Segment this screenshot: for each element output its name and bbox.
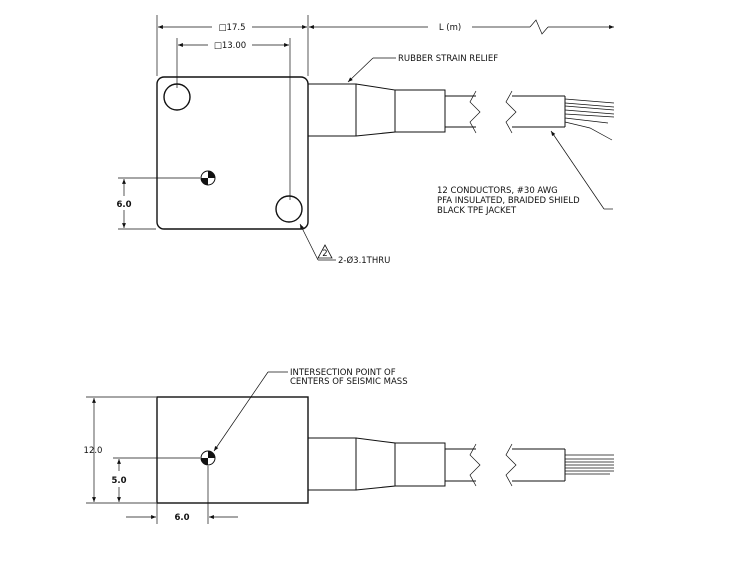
- dim-mass-offset-text: 6.0: [174, 513, 189, 523]
- hole-note-text: 2-Ø3.1THRU: [338, 255, 390, 266]
- hole-note: 2 2-Ø3.1THRU: [299, 223, 390, 266]
- cable-note: 12 CONDUCTORS, #30 AWG PFA INSULATED, BR…: [437, 130, 613, 216]
- strain-relief-top: [307, 83, 615, 141]
- top-view: □17.5 □13.00 L (m): [116, 15, 615, 266]
- dim-cable-length: L (m): [309, 19, 614, 35]
- cable-note-line1: 12 CONDUCTORS, #30 AWG: [437, 186, 558, 196]
- dim-inner-text: □13.00: [214, 41, 246, 51]
- center-of-mass-symbol: [200, 450, 216, 466]
- cable-note-line2: PFA INSULATED, BRAIDED SHIELD: [437, 196, 580, 206]
- dim-side-height: 12.0: [84, 398, 103, 502]
- strain-relief-side: [307, 437, 614, 491]
- dim-mass-offset: 6.0: [126, 513, 238, 523]
- dim-side-height-text: 12.0: [84, 446, 103, 456]
- mass-note-line1: INTERSECTION POINT OF: [290, 368, 396, 378]
- dim-inner-width: □13.00: [178, 41, 289, 51]
- hole-note-number: 2: [322, 249, 327, 259]
- sensor-body-side: [156, 396, 309, 504]
- cable-note-line3: BLACK TPE JACKET: [437, 206, 517, 216]
- dim-mass-height: 6.0: [116, 179, 132, 228]
- dim-mass-height-text: 5.0: [111, 476, 126, 486]
- dim-mass-height-side: 5.0: [111, 459, 127, 502]
- side-view: 12.0 5.0 6.0 INTERSECTION POINT OF CENTE…: [84, 368, 614, 524]
- mass-note-line2: CENTERS OF SEISMIC MASS: [290, 377, 408, 387]
- mass-callout: INTERSECTION POINT OF CENTERS OF SEISMIC…: [213, 368, 408, 452]
- sensor-body-top: [156, 76, 309, 230]
- center-of-mass-symbol: [200, 170, 216, 186]
- mounting-hole: [275, 195, 303, 223]
- dim-height-text: 6.0: [116, 200, 131, 210]
- strain-relief-callout: RUBBER STRAIN RELIEF: [347, 54, 498, 83]
- strain-relief-text: RUBBER STRAIN RELIEF: [398, 54, 498, 64]
- dim-outer-width: □17.5: [158, 23, 307, 33]
- dim-outer-text: □17.5: [219, 23, 246, 33]
- mounting-hole: [163, 83, 191, 111]
- dim-length-text: L (m): [439, 23, 461, 33]
